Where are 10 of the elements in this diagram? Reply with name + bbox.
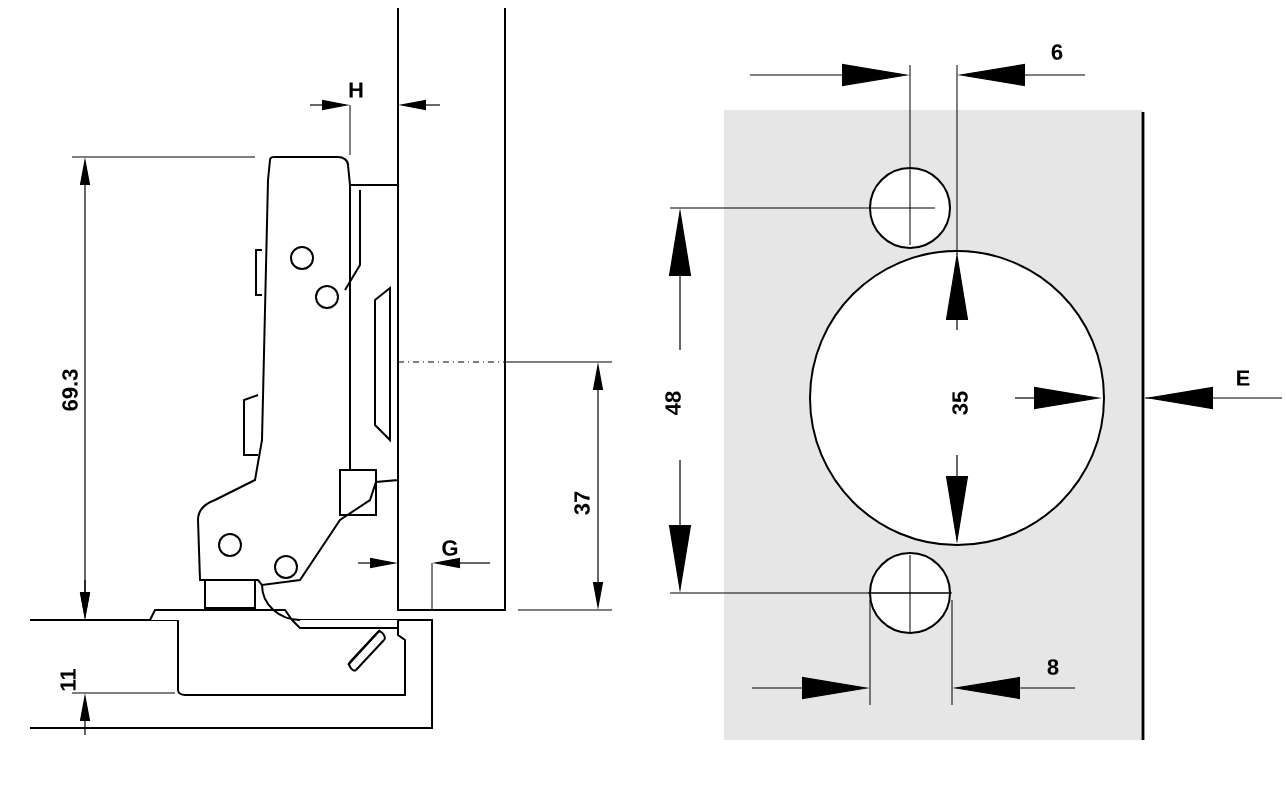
dimension-label: 6	[1051, 44, 1063, 60]
dimension-label: 11	[60, 669, 76, 691]
dimension-label: G	[442, 540, 458, 556]
dimension-label: 8	[1047, 659, 1059, 675]
dimension-label: E	[1237, 370, 1250, 386]
dimension-label: H	[349, 82, 363, 98]
dimension-label: 48	[665, 391, 681, 415]
dimension-label: 35	[952, 391, 968, 415]
dimension-label: 37	[574, 491, 590, 515]
dimension-label: 69.3	[62, 369, 78, 411]
